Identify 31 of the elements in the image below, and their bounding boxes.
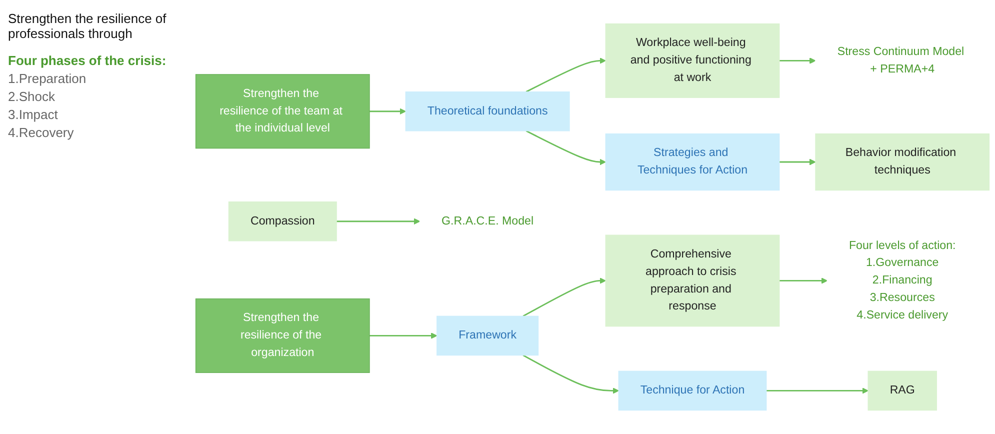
arrow [369, 108, 406, 115]
arrow [522, 354, 619, 394]
arrow [779, 278, 828, 284]
list-item: 2.Shock [8, 89, 56, 104]
arrow [336, 218, 420, 225]
arrow [779, 158, 816, 166]
node-box: RAG [868, 370, 937, 411]
node-box: Comprehensive approach to crisis preparation and response [605, 234, 780, 327]
node-box: Strengthen the resilience of the organization [195, 298, 370, 373]
node-box: Theoretical foundations [405, 91, 570, 132]
node-box: Behavior modification techniques [815, 133, 990, 191]
list-heading: Four phases of the crisis: [8, 53, 168, 68]
arrow [526, 58, 606, 92]
node-box: Framework [436, 316, 539, 356]
node-text: G.R.A.C.E. Model [442, 214, 534, 228]
arrow [526, 130, 606, 166]
node-box: Compassion [228, 201, 337, 242]
node-box: Strategies and Techniques for Action [605, 133, 780, 191]
arrow [766, 388, 868, 394]
node-text: Stress Continuum Model + PERMA+4 [837, 45, 964, 76]
arrow [779, 58, 816, 64]
node-text: Four levels of action: 1.Governance 2.Financing 3.Resources 4.Service delivery [848, 239, 956, 322]
list-item: 1.Preparation [8, 71, 88, 86]
arrow [522, 278, 606, 317]
node-box: Technique for Action [618, 370, 767, 411]
list-item: 4.Recovery [8, 125, 75, 140]
node-box: Workplace well-being and positive functioning at work [605, 23, 780, 98]
node-box: Strengthen the resilience of the team at the individual level [195, 74, 370, 149]
list-item: 3.Impact [8, 107, 59, 122]
note-text: Strengthen the resilience of professionals through [8, 11, 168, 41]
arrow [369, 332, 438, 339]
